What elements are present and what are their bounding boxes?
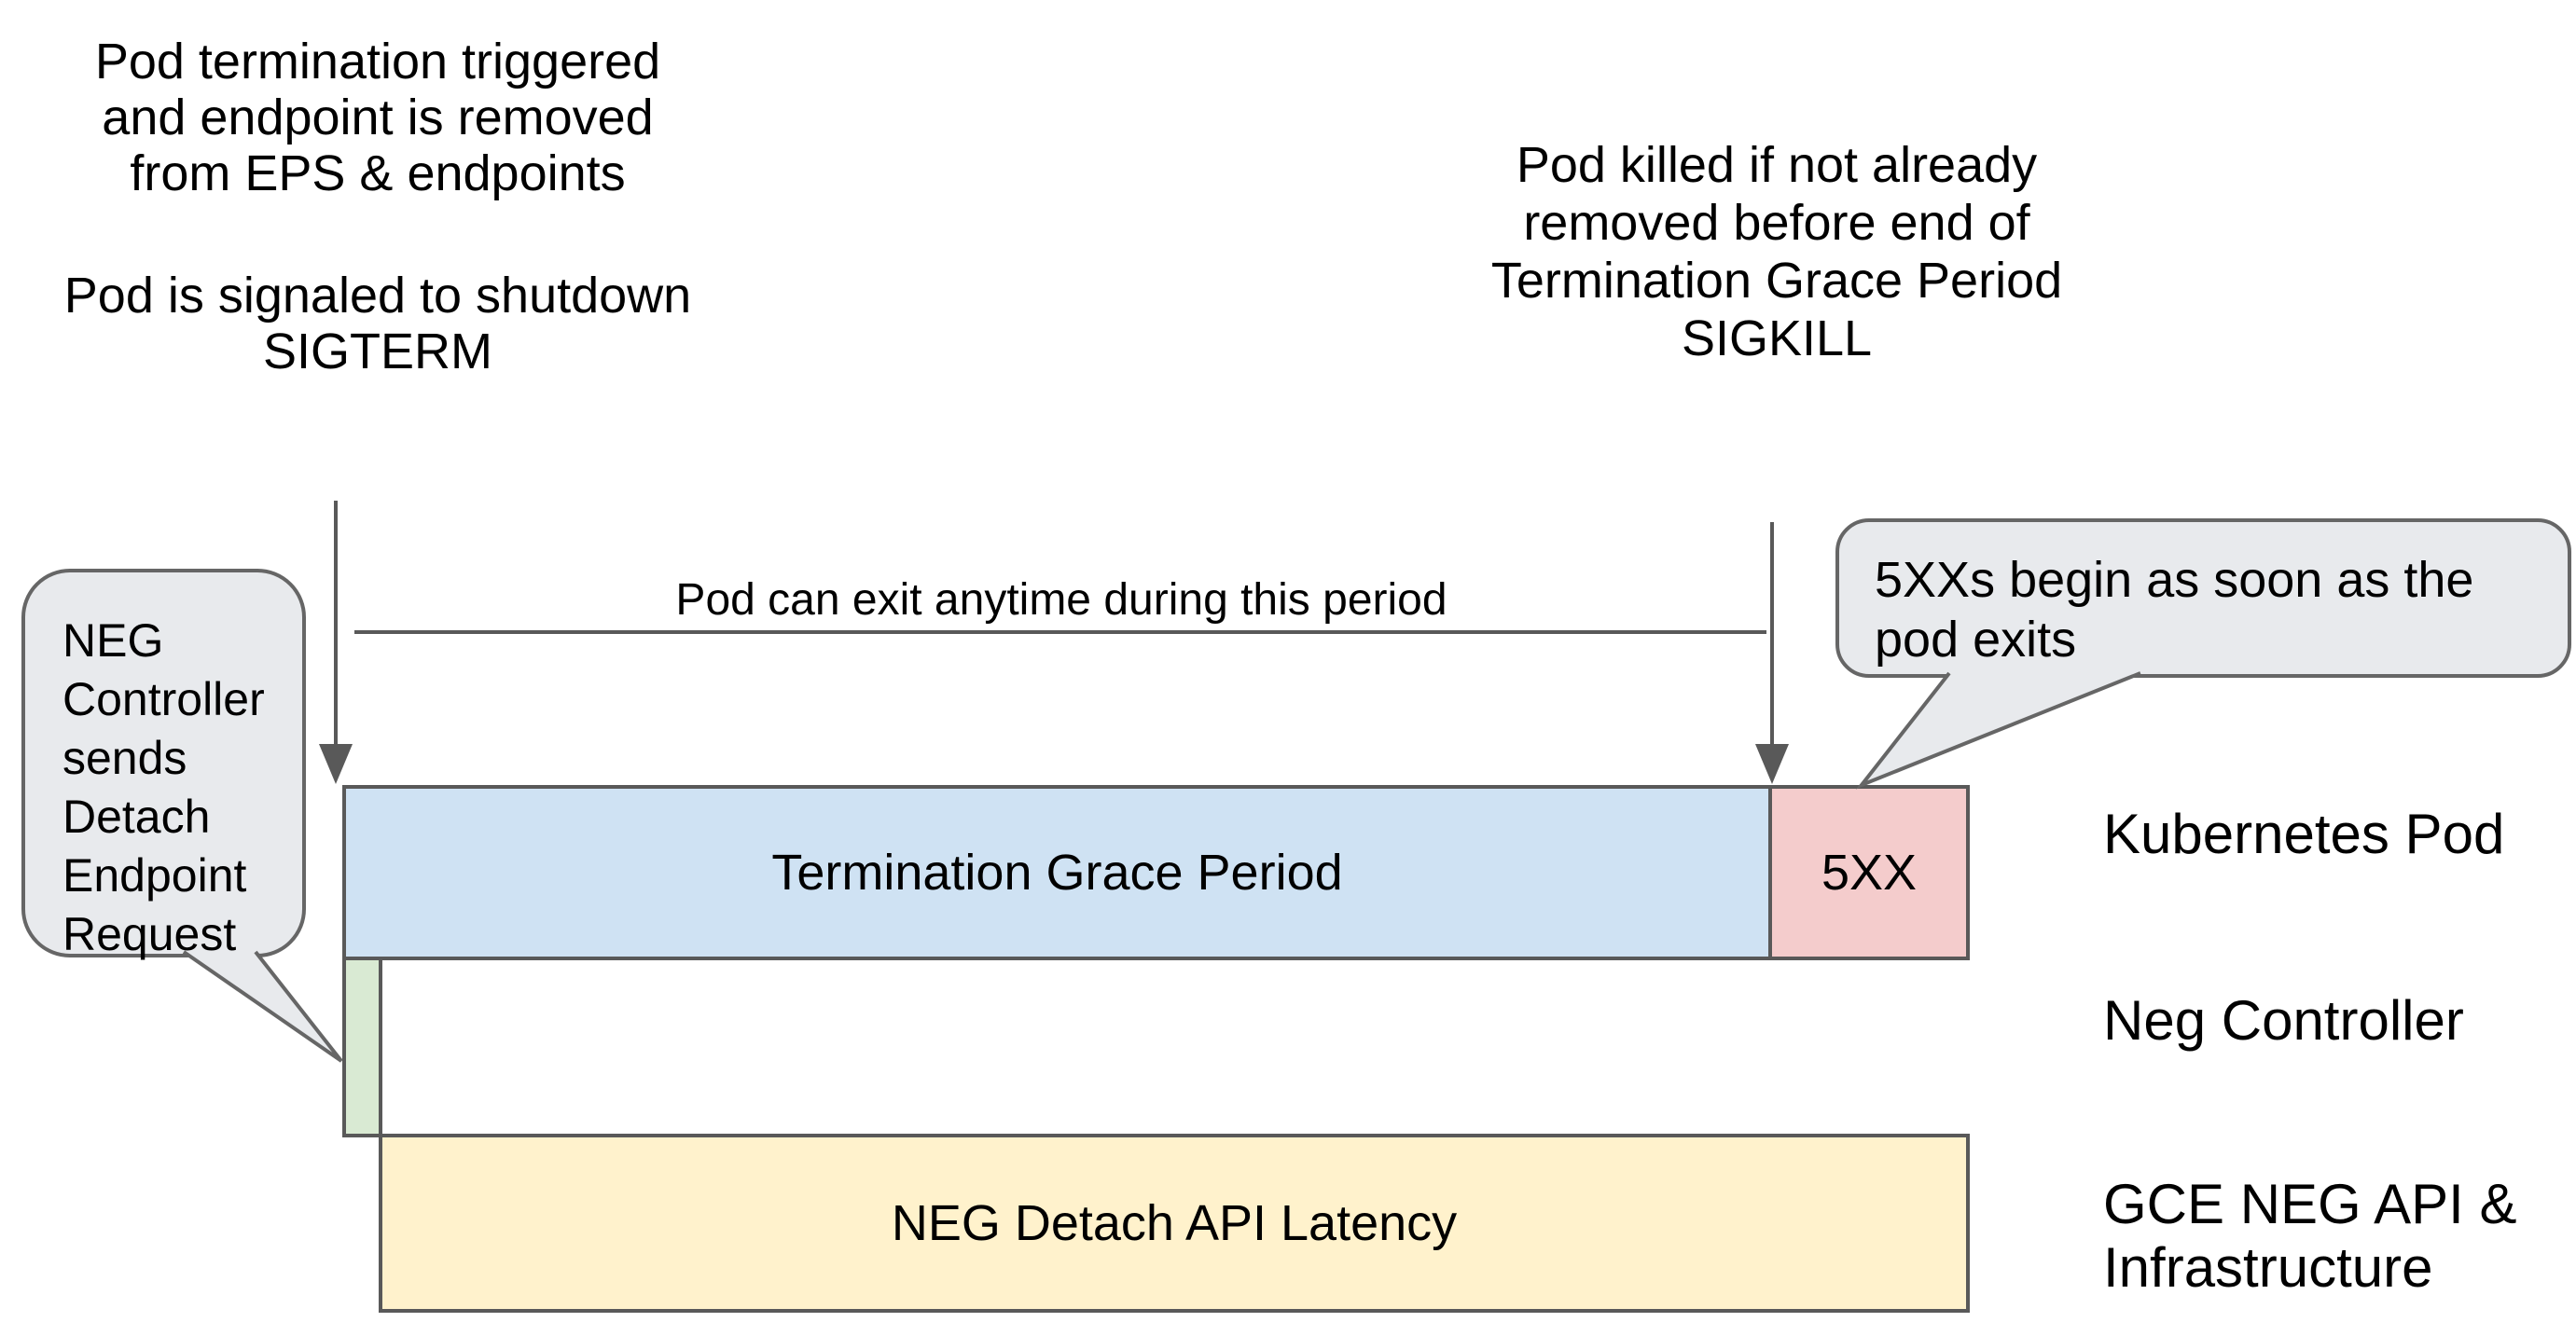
five-xx-bar: 5XX (1768, 785, 1970, 960)
annotation-line: and endpoint is removed (102, 90, 654, 145)
period-note: Pod can exit anytime during this period (675, 575, 1447, 625)
callout-line: sends (62, 732, 187, 784)
annotation-line: SIGKILL (1681, 310, 1873, 366)
lane-label-line: Infrastructure (2103, 1236, 2433, 1299)
annotation-line: SIGTERM (262, 324, 492, 379)
annotation-sigkill: Pod killed if not already removed before… (1357, 136, 2196, 367)
annotation-line: from EPS & endpoints (130, 145, 626, 201)
neg-controller-callout: NEG Controller sends Detach Endpoint Req… (21, 569, 306, 960)
callout-line: 5XXs begin as soon as the (1875, 552, 2474, 608)
neg-controller-callout-tail (182, 950, 343, 1063)
callout-line: NEG (62, 614, 164, 667)
neg-detach-latency-bar: NEG Detach API Latency (379, 1134, 1970, 1313)
annotation-line: removed before end of (1523, 195, 2030, 251)
callout-line: Request (62, 908, 237, 960)
five-xx-callout-tail (1855, 671, 2141, 790)
lane-label-gce-neg-api: GCE NEG API & Infrastructure (2103, 1173, 2516, 1300)
neg-detach-request-bar (342, 957, 382, 1137)
annotation-line: Pod termination triggered (94, 34, 661, 90)
lane-label-kubernetes-pod: Kubernetes Pod (2103, 803, 2505, 865)
annotation-sigterm: Pod is signaled to shutdown SIGTERM (14, 268, 741, 379)
annotation-line: Pod killed if not already (1516, 137, 2038, 193)
sigterm-arrowhead-icon (319, 744, 353, 784)
callout-line: pod exits (1875, 612, 2077, 668)
grace-period-label: Termination Grace Period (771, 845, 1343, 901)
five-xx-callout: 5XXs begin as soon as the pod exits (1835, 518, 2571, 678)
annotation-line: Termination Grace Period (1490, 253, 2063, 309)
callout-line: Controller (62, 673, 265, 725)
lane-label-neg-controller: Neg Controller (2103, 989, 2464, 1052)
annotation-termination-trigger: Pod termination triggered and endpoint i… (14, 34, 741, 201)
sigkill-arrowhead-icon (1755, 744, 1789, 784)
lane-label-line: GCE NEG API & (2103, 1173, 2517, 1235)
grace-period-bar: Termination Grace Period (342, 785, 1772, 960)
callout-line: Endpoint (62, 849, 247, 902)
neg-detach-latency-label: NEG Detach API Latency (891, 1195, 1458, 1251)
annotation-line: Pod is signaled to shutdown (63, 268, 692, 324)
five-xx-label: 5XX (1821, 845, 1918, 901)
callout-line: Detach (62, 791, 211, 843)
